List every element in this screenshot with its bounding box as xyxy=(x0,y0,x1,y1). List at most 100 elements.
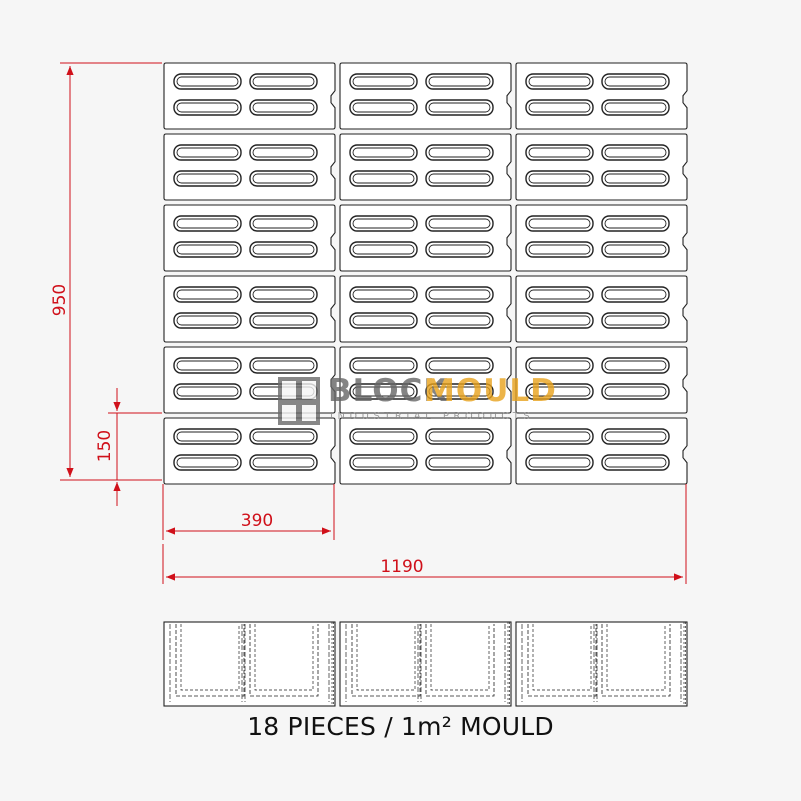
block-slot-inner xyxy=(176,218,239,229)
block-slot-inner xyxy=(176,315,239,326)
block-outline xyxy=(515,275,688,343)
side-cavity-inner xyxy=(532,624,592,691)
block-slot xyxy=(173,241,242,258)
block-slot xyxy=(249,170,318,187)
block-slot-inner xyxy=(528,76,591,87)
block-slot xyxy=(425,144,494,161)
mould-block xyxy=(339,204,512,272)
block-slot xyxy=(173,73,242,90)
block-outline xyxy=(515,62,688,130)
block-outline xyxy=(163,62,336,130)
side-view-block xyxy=(339,621,512,707)
block-slot-inner xyxy=(428,102,491,113)
block-slot-inner xyxy=(252,315,315,326)
mould-block xyxy=(515,204,688,272)
block-slot xyxy=(349,241,418,258)
block-slot-inner xyxy=(604,457,667,468)
block-slot-inner xyxy=(604,386,667,397)
block-slot-inner xyxy=(428,315,491,326)
block-slot-inner xyxy=(176,147,239,158)
block-slot xyxy=(425,428,494,445)
block-outline xyxy=(163,204,336,272)
side-cavity xyxy=(425,624,495,697)
block-slot xyxy=(349,73,418,90)
side-cavity-inner xyxy=(180,624,240,691)
block-slot xyxy=(601,170,670,187)
block-slot-inner xyxy=(428,76,491,87)
mould-block xyxy=(339,275,512,343)
block-slot-inner xyxy=(604,289,667,300)
dimension-lines xyxy=(60,62,687,584)
block-slot-inner xyxy=(528,102,591,113)
block-slot-inner xyxy=(252,431,315,442)
block-slot xyxy=(525,215,594,232)
block-slot xyxy=(349,312,418,329)
plan-view-grid xyxy=(163,62,688,485)
block-slot-inner xyxy=(176,360,239,371)
block-outline xyxy=(339,204,512,272)
block-slot xyxy=(249,286,318,303)
block-slot-inner xyxy=(604,218,667,229)
block-slot xyxy=(349,383,418,400)
mould-caption: 18 PIECES / 1m² MOULD xyxy=(247,712,554,741)
block-slot-inner xyxy=(176,244,239,255)
side-cavity xyxy=(249,624,319,697)
block-slot-inner xyxy=(528,315,591,326)
mould-block xyxy=(515,346,688,414)
block-slot-inner xyxy=(252,147,315,158)
block-slot xyxy=(601,144,670,161)
block-slot-inner xyxy=(604,173,667,184)
block-slot xyxy=(173,99,242,116)
block-slot-inner xyxy=(352,360,415,371)
block-slot-inner xyxy=(604,76,667,87)
block-slot-inner xyxy=(428,457,491,468)
block-slot-inner xyxy=(428,244,491,255)
block-slot xyxy=(249,215,318,232)
block-slot xyxy=(249,144,318,161)
block-slot xyxy=(525,99,594,116)
block-outline xyxy=(163,417,336,485)
block-slot-inner xyxy=(176,76,239,87)
block-slot xyxy=(249,241,318,258)
block-slot-inner xyxy=(428,173,491,184)
block-slot xyxy=(173,144,242,161)
block-slot xyxy=(525,357,594,374)
block-slot xyxy=(425,215,494,232)
block-slot-inner xyxy=(604,360,667,371)
block-outline xyxy=(515,204,688,272)
block-slot xyxy=(525,428,594,445)
block-slot xyxy=(425,383,494,400)
block-slot-inner xyxy=(528,244,591,255)
block-slot-inner xyxy=(352,173,415,184)
side-cavity xyxy=(175,624,245,697)
block-outline xyxy=(339,346,512,414)
block-outline xyxy=(163,133,336,201)
mould-block xyxy=(339,133,512,201)
block-slot xyxy=(349,357,418,374)
block-slot-inner xyxy=(176,457,239,468)
side-block-outline xyxy=(163,621,336,707)
block-slot-inner xyxy=(352,147,415,158)
side-view xyxy=(163,621,688,707)
block-slot-inner xyxy=(604,244,667,255)
block-slot xyxy=(525,73,594,90)
block-slot xyxy=(525,286,594,303)
mould-block xyxy=(515,133,688,201)
block-slot-inner xyxy=(252,218,315,229)
mould-block xyxy=(163,275,336,343)
block-slot-inner xyxy=(252,289,315,300)
block-slot-inner xyxy=(352,315,415,326)
block-slot xyxy=(173,312,242,329)
block-slot xyxy=(525,170,594,187)
block-slot xyxy=(349,454,418,471)
mould-block xyxy=(163,62,336,130)
mould-block xyxy=(339,346,512,414)
block-slot-inner xyxy=(352,76,415,87)
block-slot-inner xyxy=(352,431,415,442)
block-slot xyxy=(249,99,318,116)
block-slot-inner xyxy=(352,244,415,255)
block-slot xyxy=(601,357,670,374)
mould-block xyxy=(163,133,336,201)
block-slot-inner xyxy=(252,102,315,113)
